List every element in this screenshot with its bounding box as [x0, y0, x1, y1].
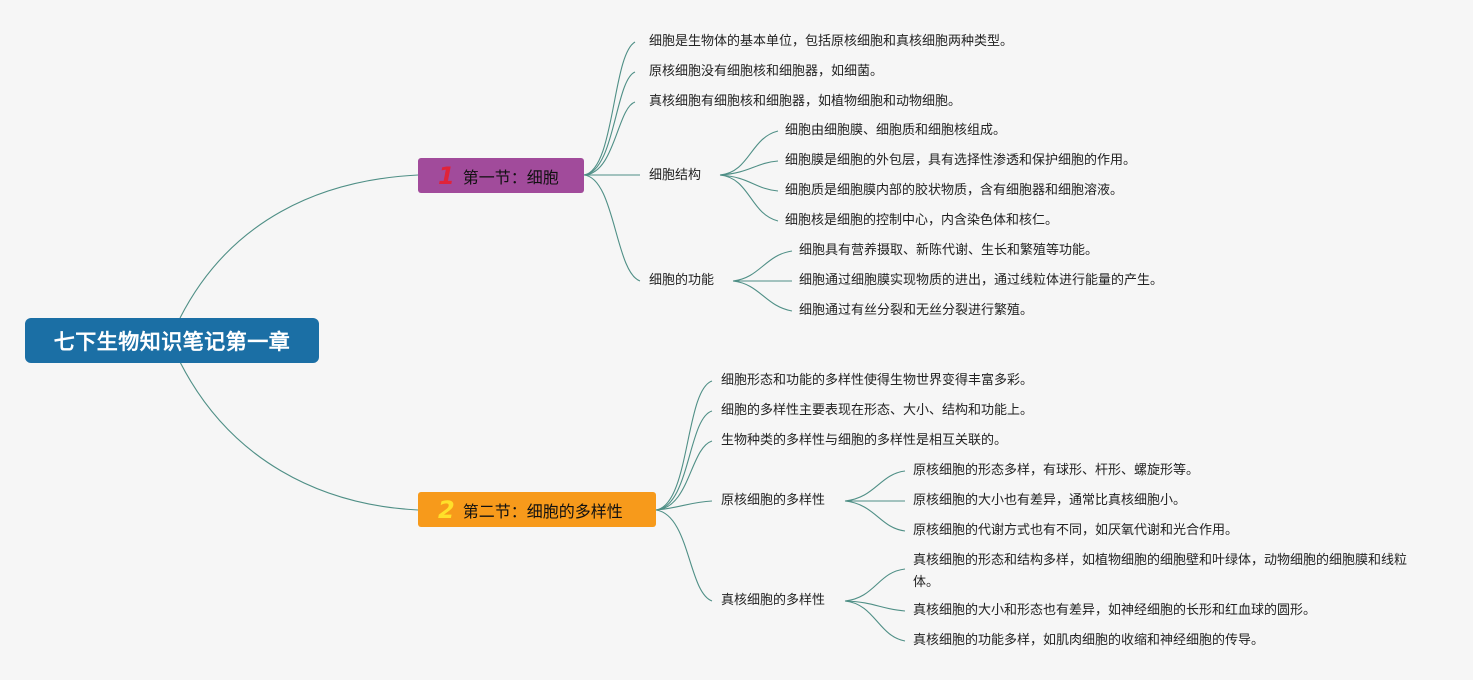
connector-s1-item2 — [583, 71, 636, 176]
connector-structure-3 — [719, 174, 779, 192]
connector-prokaryote-1 — [844, 470, 906, 502]
section2-item[interactable]: 生物种类的多样性与细胞的多样性是相互关联的。 — [721, 433, 1008, 448]
section1-node[interactable]: 1 第一节：细胞 — [418, 158, 584, 193]
eukaryote-node[interactable]: 真核细胞的多样性 — [721, 593, 826, 608]
function-item[interactable]: 细胞通过细胞膜实现物质的进出，通过线粒体进行能量的产生。 — [799, 273, 1164, 288]
connector-s2-prokaryote — [655, 500, 713, 511]
function-item[interactable]: 细胞具有营养摄取、新陈代谢、生长和繁殖等功能。 — [799, 243, 1099, 258]
section2-title: 第二节：细胞的多样性 — [462, 501, 623, 521]
connector-root-section1 — [179, 174, 419, 319]
section2-item[interactable]: 细胞的多样性主要表现在形态、大小、结构和功能上。 — [721, 403, 1034, 418]
connector-s2-eukaryote — [655, 509, 713, 602]
connector-s1-function — [583, 174, 641, 282]
function-node[interactable]: 细胞的功能 — [649, 273, 715, 288]
prokaryote-item[interactable]: 原核细胞的代谢方式也有不同，如厌氧代谢和光合作用。 — [913, 523, 1239, 538]
section1-number-badge: 1 — [438, 161, 455, 190]
function-item[interactable]: 细胞通过有丝分裂和无丝分裂进行繁殖。 — [799, 303, 1034, 318]
section2-node[interactable]: 2 第二节：细胞的多样性 — [418, 492, 656, 527]
section2-item[interactable]: 细胞形态和功能的多样性使得生物世界变得丰富多彩。 — [721, 373, 1034, 388]
connector-structure-4 — [719, 174, 779, 222]
prokaryote-item[interactable]: 原核细胞的大小也有差异，通常比真核细胞小。 — [913, 493, 1187, 508]
section1-item[interactable]: 真核细胞有细胞核和细胞器，如植物细胞和动物细胞。 — [649, 94, 962, 109]
connector-s1-item3 — [583, 101, 636, 176]
structure-item[interactable]: 细胞质是细胞膜内部的胶状物质，含有细胞器和细胞溶液。 — [785, 183, 1124, 198]
section1-title: 第一节：细胞 — [462, 167, 559, 187]
connector-eukaryote-2 — [844, 600, 906, 612]
structure-item[interactable]: 细胞核是细胞的控制中心，内含染色体和核仁。 — [785, 213, 1059, 228]
connector-structure-2 — [719, 160, 779, 176]
connector-s2-item1 — [655, 380, 713, 511]
connector-eukaryote-1 — [844, 568, 906, 602]
section1-item[interactable]: 原核细胞没有细胞核和细胞器，如细菌。 — [649, 64, 884, 79]
prokaryote-node[interactable]: 原核细胞的多样性 — [721, 493, 826, 508]
connector-structure-1 — [719, 130, 779, 176]
connector-prokaryote-3 — [844, 500, 906, 532]
connector-function-1 — [732, 250, 793, 282]
prokaryote-item[interactable]: 原核细胞的形态多样，有球形、杆形、螺旋形等。 — [913, 463, 1200, 478]
connector-root-section2 — [179, 361, 419, 511]
structure-item[interactable]: 细胞由细胞膜、细胞质和细胞核组成。 — [785, 123, 1007, 138]
structure-item[interactable]: 细胞膜是细胞的外包层，具有选择性渗透和保护细胞的作用。 — [785, 153, 1137, 168]
eukaryote-item[interactable]: 真核细胞的形态和结构多样，如植物细胞的细胞壁和叶绿体，动物细胞的细胞膜和线粒体。 — [913, 553, 1408, 590]
connector-s2-item3 — [655, 440, 713, 511]
connector-s2-item2 — [655, 410, 713, 511]
connector-function-3 — [732, 280, 793, 312]
eukaryote-item[interactable]: 真核细胞的大小和形态也有差异，如神经细胞的长形和红血球的圆形。 — [913, 603, 1317, 618]
root-node[interactable]: 七下生物知识笔记第一章 — [25, 318, 319, 363]
connector-eukaryote-3 — [844, 600, 906, 642]
eukaryote-item[interactable]: 真核细胞的功能多样，如肌肉细胞的收缩和神经细胞的传导。 — [913, 633, 1265, 648]
section2-number-badge: 2 — [438, 495, 455, 524]
section1-item[interactable]: 细胞是生物体的基本单位，包括原核细胞和真核细胞两种类型。 — [649, 34, 1014, 49]
structure-node[interactable]: 细胞结构 — [649, 168, 702, 183]
connector-s1-item1 — [583, 41, 636, 176]
